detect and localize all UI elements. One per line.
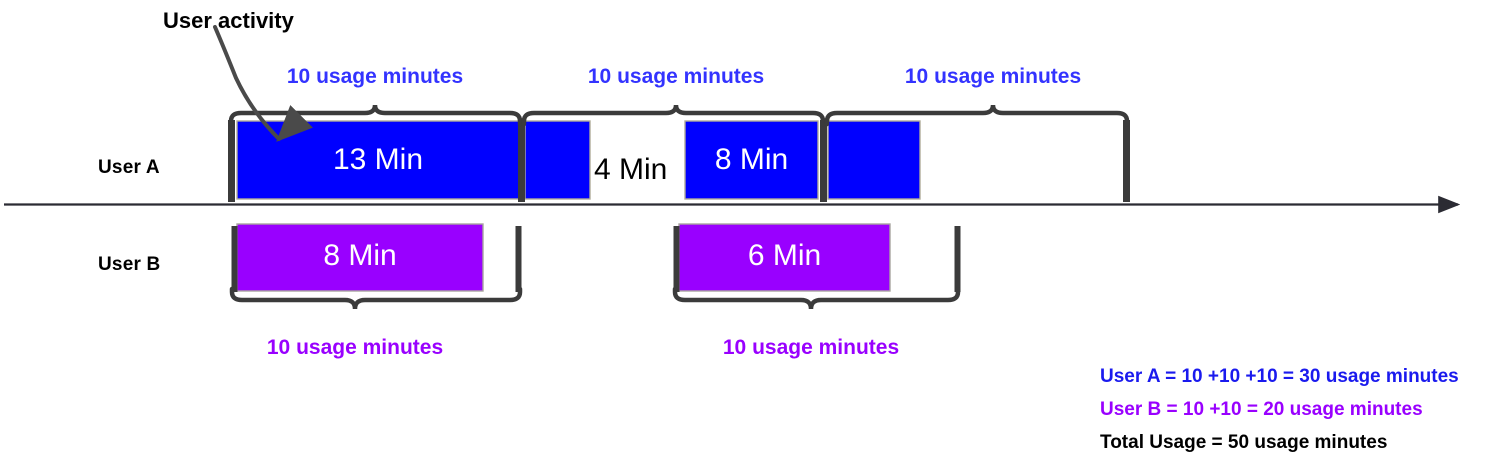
legend-user-a: User A = 10 +10 +10 = 30 usage minutes: [1100, 366, 1459, 387]
bracket-a-3: [824, 104, 1130, 127]
bracket-a-1: [228, 104, 523, 127]
bracket-a-2: [521, 104, 826, 127]
bracket-label-b-1: 10 usage minutes: [266, 336, 444, 359]
user-activity-annotation: User activity: [163, 8, 294, 33]
user-b-segment-1-value: 8 Min: [323, 239, 397, 272]
user-a-segment-1-value: 13 Min: [332, 143, 424, 176]
bracket-label-a-3: 10 usage minutes: [904, 65, 1082, 88]
user-b-segment-2: [678, 223, 891, 292]
user-activity-arrow: [213, 25, 313, 142]
bracket-label-a-1: 10 usage minutes: [286, 65, 464, 88]
user-a-ticks: [228, 120, 1130, 202]
user-b-segment-2-value: 6 Min: [747, 239, 822, 272]
user-b-ticks: [231, 226, 961, 292]
user-b-brackets: [229, 286, 961, 310]
bracket-b-2: [672, 286, 961, 310]
legend-user-b: User B = 10 +10 = 20 usage minutes: [1100, 399, 1423, 420]
user-a-segment-2: [524, 120, 591, 200]
user-b-bars: [236, 223, 891, 292]
bracket-label-a-2: 10 usage minutes: [587, 65, 765, 88]
bracket-b-1: [229, 286, 523, 310]
row-label-user-b: User B: [98, 254, 161, 275]
user-a-gap-value: 4 Min: [594, 153, 668, 186]
row-label-user-a: User A: [98, 157, 160, 178]
bracket-label-b-2: 10 usage minutes: [722, 336, 900, 359]
user-a-segment-3-value: 8 Min: [714, 143, 789, 176]
user-b-segment-1: [236, 223, 484, 292]
user-a-segment-3: [684, 120, 819, 200]
legend-total: Total Usage = 50 usage minutes: [1100, 432, 1388, 453]
user-a-brackets: [228, 104, 1130, 127]
user-a-segment-4: [827, 120, 921, 200]
